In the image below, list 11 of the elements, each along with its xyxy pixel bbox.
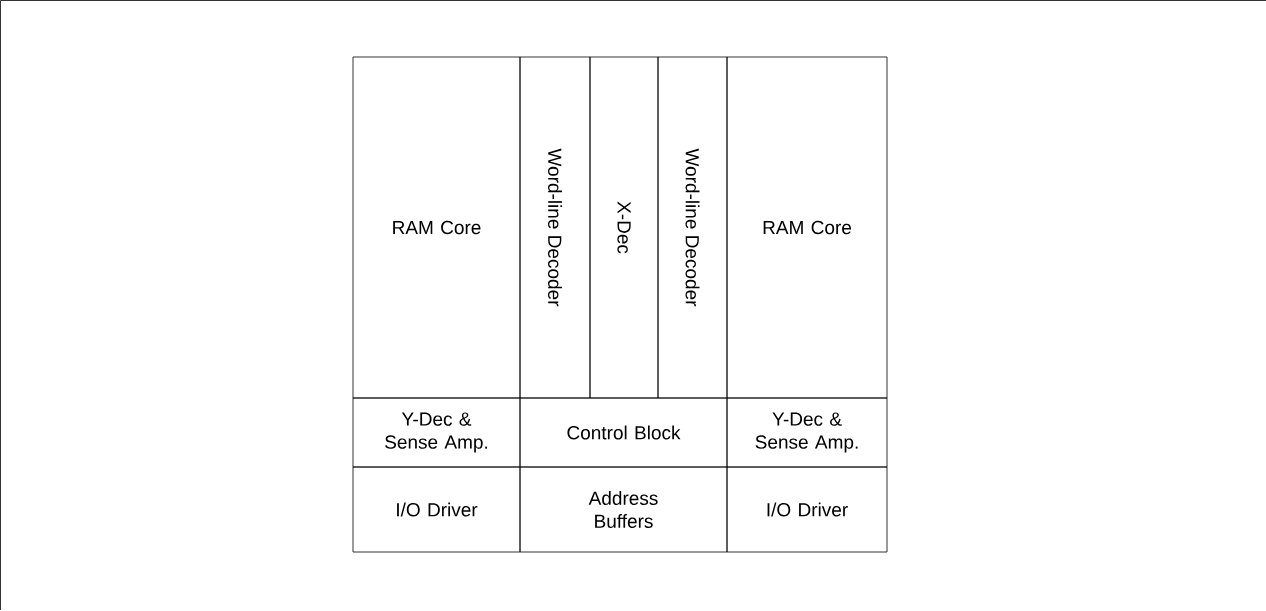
block-box: Y-Dec & Sense Amp. [352, 397, 521, 468]
decoder-box: Word-line Decoder [519, 56, 591, 399]
block-box: Y-Dec & Sense Amp. [726, 397, 888, 468]
block-box: I/O Driver [352, 466, 521, 553]
decoder-box: X-Dec [589, 56, 659, 399]
block-box: RAM Core [726, 56, 888, 399]
block-box: I/O Driver [726, 466, 888, 553]
decoder-box: Word-line Decoder [657, 56, 728, 399]
block-box: Control Block [519, 397, 728, 468]
block-box: RAM Core [352, 56, 521, 399]
block-box: Address Buffers [519, 466, 728, 553]
